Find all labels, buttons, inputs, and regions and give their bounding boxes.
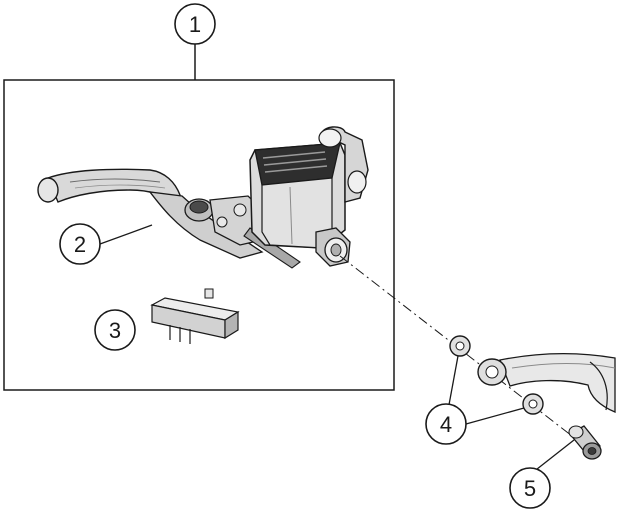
callout-3: 3 <box>94 309 136 351</box>
svg-text:5: 5 <box>524 476 536 501</box>
master-cylinder[interactable] <box>249 126 369 267</box>
leader-line-4b <box>465 407 525 425</box>
assembly-frame <box>3 79 395 391</box>
callout-5: 5 <box>509 467 551 509</box>
brake-hose <box>477 353 616 413</box>
sensor-block[interactable] <box>150 288 240 344</box>
svg-text:1: 1 <box>189 12 201 37</box>
leader-line-5 <box>531 439 575 474</box>
assembly-axis-line <box>339 255 591 451</box>
sealing-washer-upper[interactable] <box>449 335 471 357</box>
callout-1: 1 <box>174 3 216 45</box>
sealing-washer-lower[interactable] <box>522 393 544 415</box>
callout-2: 2 <box>59 223 101 265</box>
leader-line-2 <box>99 224 153 245</box>
banjo-bolt[interactable] <box>568 425 602 460</box>
callout-4: 4 <box>425 403 467 445</box>
clamp-bore-icon <box>318 128 342 148</box>
svg-text:4: 4 <box>440 412 452 437</box>
svg-text:3: 3 <box>109 318 121 343</box>
svg-text:2: 2 <box>74 232 86 257</box>
